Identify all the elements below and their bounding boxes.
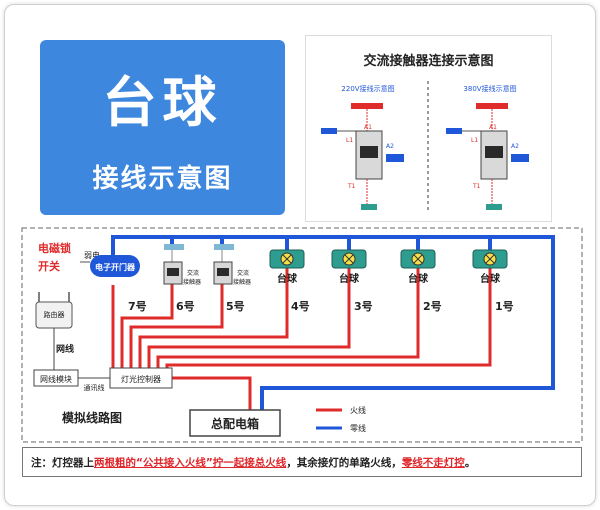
live-wires <box>111 268 492 410</box>
table-number-3: 3号 <box>354 300 373 313</box>
note-highlight-1: 两根粗的“公共接入火线”拧一起接总火线 <box>94 457 287 469</box>
light-controller-label: 灯光控制器 <box>121 374 161 384</box>
table-number-5: 5号 <box>226 300 245 313</box>
ref-left-caption: 220V接线示意图 <box>341 84 394 93</box>
ref-left-a2: A2 <box>386 143 394 150</box>
note-highlight-2: 零线不走灯控 <box>401 457 465 469</box>
main-distribution-box <box>189 409 281 437</box>
reference-title: 交流接触器连接示意图 <box>363 54 494 69</box>
ref-right-contactor: L1 A1 A2 T1 <box>446 103 529 210</box>
contactor-5-label-2: 接触器 <box>233 278 251 286</box>
lamp-1 <box>472 249 508 269</box>
weak-current-label: 弱电 <box>84 250 100 260</box>
lamp-3 <box>331 249 367 269</box>
ref-right-a1: A1 <box>489 124 497 131</box>
ref-right-l1: L1 <box>471 137 478 144</box>
footer-note: 注：灯控器上两根粗的“公共接入火线”拧一起接总火线，其余接灯的单路火线，零线不走… <box>22 447 582 477</box>
ref-right-t1: T1 <box>472 183 481 190</box>
router-label: 路由器 <box>44 310 65 319</box>
table-number-6: 6号 <box>176 300 195 313</box>
ref-right-caption: 380V接线示意图 <box>463 84 516 93</box>
lamp-2-label: 台球 <box>408 272 429 285</box>
contactor-5-label-1: 交流 <box>237 269 249 277</box>
note-prefix: 注：灯控器上 <box>31 457 94 469</box>
ref-left-t1: T1 <box>347 183 356 190</box>
lamp-4-label: 台球 <box>277 272 298 285</box>
table-number-1: 1号 <box>495 300 514 313</box>
legend-neutral-label: 零线 <box>350 423 366 433</box>
network-cable-label: 网线 <box>56 343 74 355</box>
reference-drawing: 220V接线示意图 380V接线示意图 L1 A1 A2 T1 <box>321 81 529 211</box>
note-suffix: 。 <box>464 457 476 469</box>
network-module-label: 网线模块 <box>40 374 72 384</box>
note-middle: ，其余接灯的单路火线， <box>286 457 402 469</box>
contactor-reference-card: 交流接触器连接示意图 220V接线示意图 380V接线示意图 L1 A1 A2 … <box>305 35 552 222</box>
lamp-1-label: 台球 <box>480 272 501 285</box>
ref-right-a2: A2 <box>511 143 519 150</box>
contactor-6-label-2: 接触器 <box>183 278 201 286</box>
main-box-label: 总配电箱 <box>211 416 259 431</box>
title-sub: 接线示意图 <box>92 164 233 194</box>
door-opener-label: 电子开门器 <box>95 262 136 272</box>
table-number-7: 7号 <box>128 300 147 313</box>
sim-title: 模拟线路图 <box>62 410 122 425</box>
contactor-5 <box>213 244 234 285</box>
lock-switch-label-2: 开关 <box>38 259 60 273</box>
lock-switch-label-1: 电磁锁 <box>38 241 71 255</box>
table-number-2: 2号 <box>423 300 442 313</box>
contactor-6-label-1: 交流 <box>187 269 199 277</box>
contactor-6 <box>163 244 184 285</box>
lamp-4 <box>269 249 305 269</box>
ref-left-l1: L1 <box>346 137 353 144</box>
lamp-3-label: 台球 <box>339 272 360 285</box>
legend-live-label: 火线 <box>350 405 366 415</box>
title-main: 台球 <box>102 71 223 134</box>
lamp-2 <box>400 249 436 269</box>
comm-line-label: 通讯线 <box>84 383 105 392</box>
table-number-4: 4号 <box>291 300 310 313</box>
door-opener <box>90 255 140 277</box>
ref-left-contactor: L1 A1 A2 T1 <box>321 103 404 210</box>
router-icon <box>35 292 73 329</box>
diagram-dashed-frame <box>21 227 583 443</box>
light-controller <box>109 367 173 389</box>
neutral-wires <box>111 235 555 410</box>
ref-left-a1: A1 <box>364 124 372 131</box>
title-card: 台球 接线示意图 <box>40 40 285 215</box>
